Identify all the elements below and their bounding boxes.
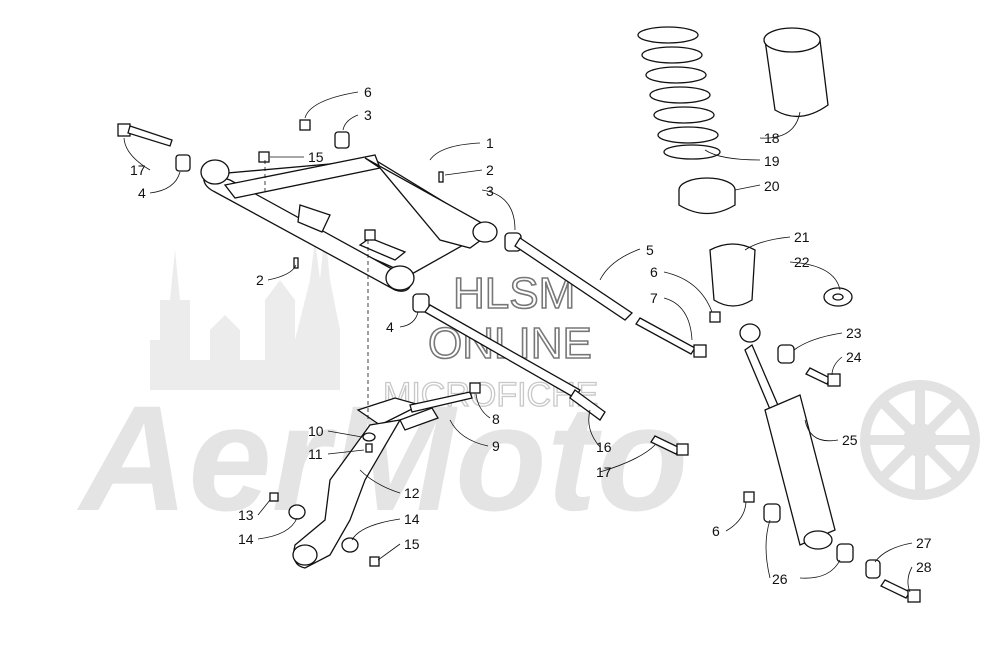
grease-fitting-2b	[293, 257, 299, 269]
callout-18: 18	[764, 130, 780, 146]
callout-9: 9	[492, 438, 500, 454]
sleeve-27	[865, 559, 881, 579]
bolt-7	[635, 317, 696, 355]
callout-23: 23	[846, 325, 862, 341]
bracket-12	[292, 391, 473, 569]
callout-25: 25	[842, 432, 858, 448]
washer-10	[362, 432, 376, 442]
nut-15a	[258, 151, 270, 163]
callout-14: 14	[238, 531, 254, 547]
grease-fitting-2a	[438, 171, 444, 183]
callout-8: 8	[492, 411, 500, 427]
bolt-28	[880, 579, 911, 599]
parts	[117, 26, 921, 603]
callout-21: 21	[794, 229, 810, 245]
nut-6b	[709, 311, 721, 323]
callout-24: 24	[846, 349, 862, 365]
bushing-3a	[334, 131, 350, 149]
callout-20: 20	[764, 178, 780, 194]
callout-16: 16	[596, 439, 612, 455]
shaft-5	[514, 237, 634, 321]
nut-15c	[369, 556, 380, 567]
shock-absorber-25	[739, 323, 836, 550]
callout-10: 10	[308, 423, 324, 439]
callout-14: 14	[404, 511, 420, 527]
bump-stop-21	[709, 243, 756, 307]
callout-2: 2	[256, 272, 264, 288]
bushing-26a	[763, 503, 781, 523]
callout-15: 15	[308, 149, 324, 165]
callout-7: 7	[650, 290, 658, 306]
callout-3: 3	[364, 107, 372, 123]
callout-22: 22	[794, 254, 810, 270]
nut-8	[469, 382, 481, 394]
callout-28: 28	[916, 559, 932, 575]
spring-19	[637, 26, 721, 160]
bushing-23	[777, 344, 795, 364]
callout-6: 6	[712, 523, 720, 539]
bushing-4a	[175, 154, 191, 172]
callout-12: 12	[404, 485, 420, 501]
callout-15: 15	[404, 536, 420, 552]
bolt-17b	[650, 435, 681, 455]
washer-14a	[288, 504, 306, 520]
swing-arm	[200, 154, 498, 292]
callout-27: 27	[916, 535, 932, 551]
nut-6a	[299, 119, 311, 131]
callout-26: 26	[772, 571, 788, 587]
bolt-7-head	[693, 344, 707, 358]
callout-2: 2	[486, 162, 494, 178]
callouts: 6 3 1 15 2 17 4 3 2 5 6 7 4 8 9 10 11 16…	[130, 84, 932, 587]
shaft-16-end	[569, 389, 606, 421]
washer-14b	[341, 537, 359, 553]
callout-19: 19	[764, 153, 780, 169]
bushing-4b	[412, 293, 430, 313]
bolt-28-head	[907, 589, 921, 603]
bolt-17b-head	[676, 443, 689, 456]
boot-18-top	[763, 27, 821, 53]
washer-22-hole	[832, 293, 844, 301]
bolt-24-head	[827, 373, 841, 387]
callout-13: 13	[238, 507, 254, 523]
screw-11	[365, 443, 373, 453]
nut-6c	[743, 491, 755, 503]
callout-17: 17	[130, 162, 146, 178]
bolt-17a	[117, 123, 173, 147]
bolt-24	[805, 367, 831, 385]
callout-11: 11	[308, 446, 323, 462]
callout-6: 6	[364, 84, 372, 100]
watermark-wheel	[860, 380, 980, 500]
callout-6: 6	[650, 264, 658, 280]
leader-lines	[123, 91, 913, 593]
callout-3: 3	[486, 183, 494, 199]
screw-13	[269, 492, 279, 502]
callout-4: 4	[138, 185, 146, 201]
watermark-site-line1: HLSM	[453, 269, 575, 318]
callout-4: 4	[386, 319, 394, 335]
adjuster-20-body	[678, 190, 736, 215]
nut-15b	[364, 229, 376, 241]
watermark-skyline	[150, 230, 340, 390]
callout-5: 5	[646, 242, 654, 258]
bushing-26b	[836, 543, 854, 563]
callout-1: 1	[486, 135, 494, 151]
callout-17: 17	[596, 464, 612, 480]
